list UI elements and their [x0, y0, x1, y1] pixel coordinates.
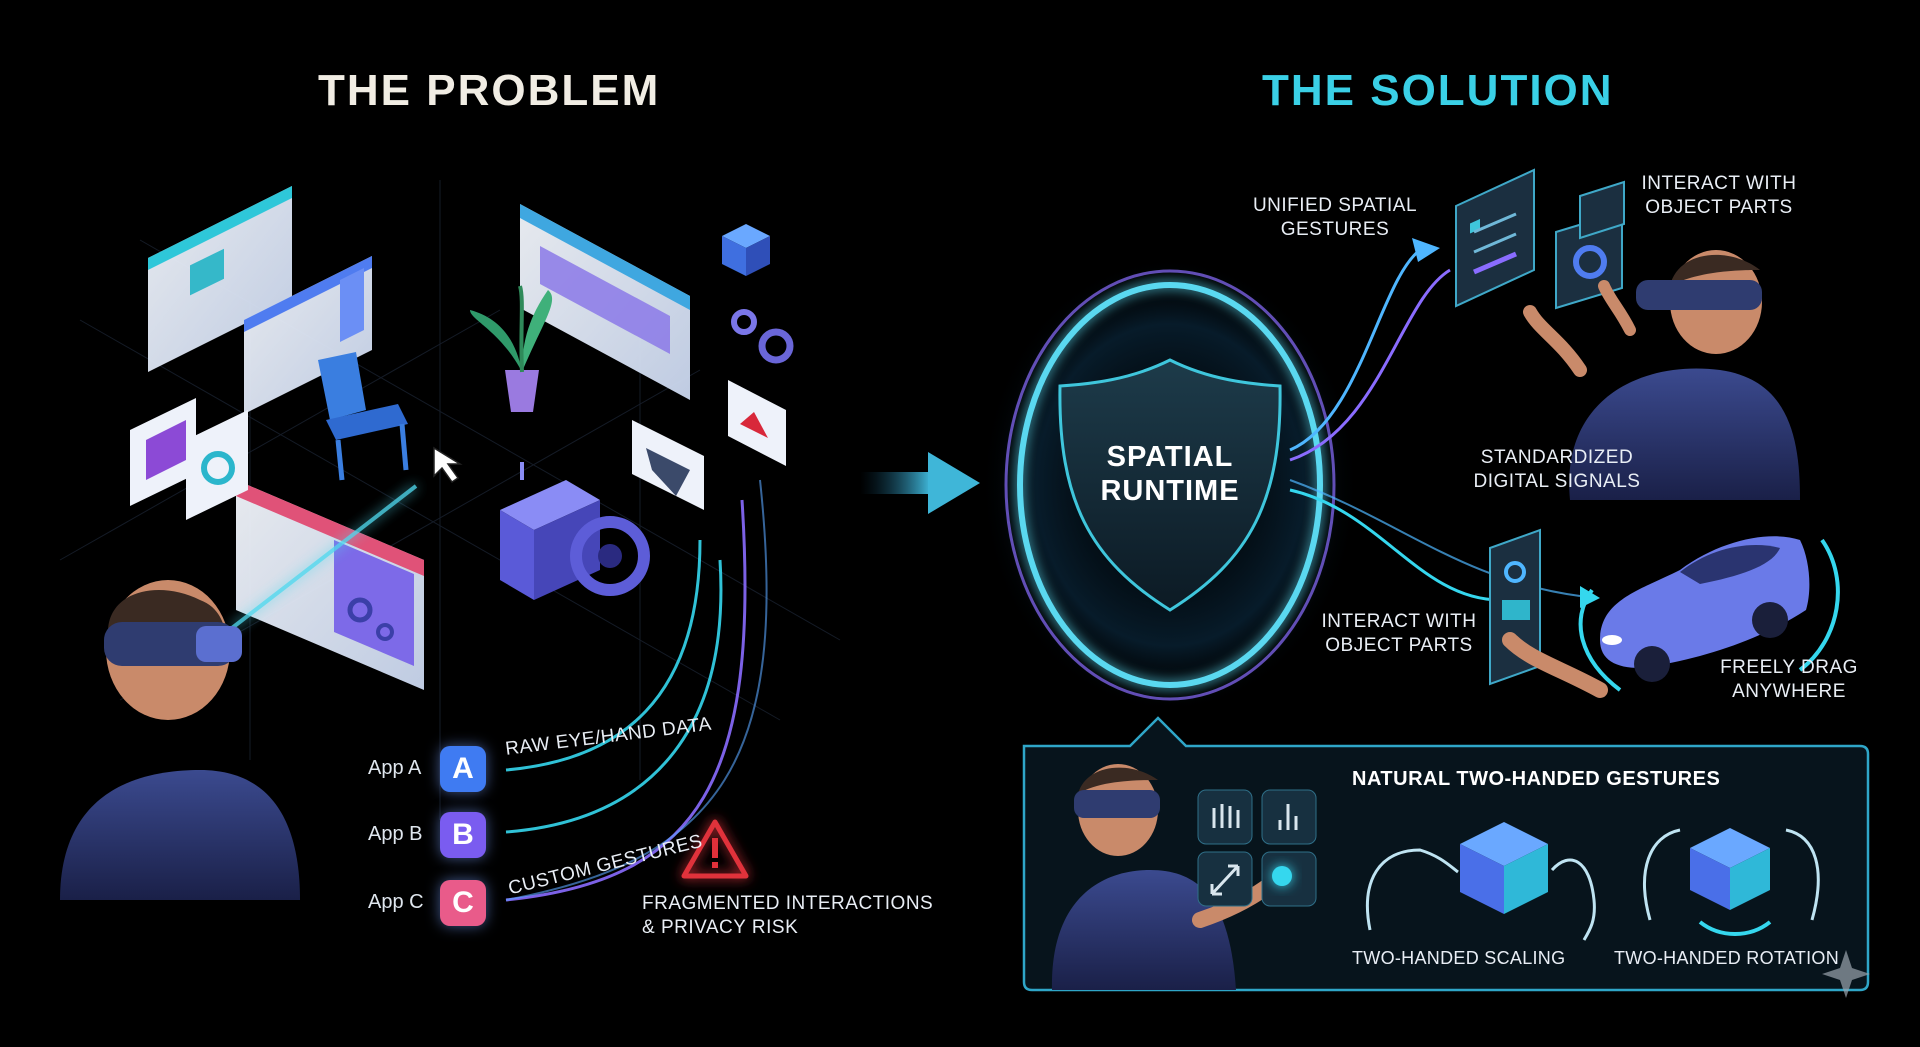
drag-anywhere-label: FREELY DRAG ANYWHERE — [1720, 657, 1858, 702]
hand-icon — [1212, 804, 1240, 828]
cursor-icon — [433, 446, 463, 484]
car-icon — [1600, 536, 1810, 682]
gestures-panel-frame — [1022, 716, 1870, 992]
runtime-ring-outer — [1004, 269, 1336, 701]
warning-icon — [740, 412, 768, 438]
app-c-badge: C — [440, 880, 486, 926]
scaling-caption: TWO-HANDED SCALING — [1352, 948, 1566, 968]
spatial-runtime-label: SPATIAL RUNTIME — [1100, 441, 1240, 507]
hand-icon — [1550, 858, 1596, 941]
rotate-arrow-icon — [1798, 538, 1840, 672]
hand-icon — [1502, 632, 1608, 698]
headset-user-icon — [1523, 250, 1800, 500]
hand-icon — [1278, 804, 1298, 830]
rotation-caption: TWO-HANDED ROTATION — [1614, 948, 1840, 968]
gaze-beam — [230, 484, 418, 630]
browser-window-icon — [236, 480, 424, 690]
gear-icon — [731, 309, 757, 335]
app-a-label: App A — [368, 757, 422, 779]
chair-icon — [318, 352, 409, 481]
gesture-tiles — [1197, 789, 1317, 907]
solution-title: THE SOLUTION — [1262, 66, 1614, 115]
standardized-signals-label: STANDARDIZED DIGITAL SIGNALS — [1473, 447, 1641, 492]
gestures-panel-title: NATURAL TWO-HANDED GESTURES — [1352, 768, 1721, 790]
hand-icon — [1785, 828, 1820, 921]
settings-window-icon — [186, 410, 248, 520]
rotation-cube-icon — [1643, 828, 1820, 936]
shield-icon — [1058, 358, 1282, 612]
gear-icon — [758, 328, 794, 364]
headset-user-icon — [60, 580, 300, 900]
browser-window-icon — [244, 256, 372, 414]
gear-icon — [201, 451, 235, 485]
gear-icon — [570, 516, 650, 596]
scanner-window-icon — [632, 420, 704, 510]
cube-icon — [722, 224, 770, 276]
browser-window-icon — [148, 186, 292, 372]
interact-top-label: INTERACT WITH OBJECT PARTS — [1641, 173, 1797, 218]
folder-window-icon — [130, 398, 196, 506]
browser-window-icon — [520, 204, 690, 400]
gear-icon — [376, 623, 394, 641]
app-a-badge: A — [440, 746, 486, 792]
problem-title: THE PROBLEM — [318, 66, 661, 115]
sparkle-icon — [1822, 950, 1870, 998]
runtime-ring — [1017, 282, 1323, 688]
floating-panel-icon — [1579, 180, 1625, 240]
transition-arrow-icon — [860, 452, 980, 514]
rotate-arrow-icon — [1578, 588, 1622, 692]
app-b-label: App B — [368, 823, 423, 845]
risk-label: FRAGMENTED INTERACTIONS & PRIVACY RISK — [642, 893, 934, 938]
plant-icon — [470, 285, 553, 412]
floating-panel-icon — [1455, 168, 1535, 308]
interact-bottom-label: INTERACT WITH OBJECT PARTS — [1321, 611, 1477, 656]
warning-window-icon — [728, 380, 786, 466]
expand-icon — [1210, 864, 1240, 896]
gear-icon — [347, 597, 373, 623]
scaling-cube-icon — [1365, 822, 1596, 941]
warning-icon — [681, 819, 749, 879]
hand-icon — [1365, 848, 1459, 931]
camera-robot-icon — [500, 462, 650, 600]
app-b-badge: B — [440, 812, 486, 858]
rotate-arrow-icon — [1698, 920, 1772, 936]
unified-gestures-label: UNIFIED SPATIAL GESTURES — [1252, 195, 1418, 240]
hand-icon — [1643, 828, 1681, 921]
data-flow-arcs — [505, 479, 768, 902]
app-c-label: App C — [368, 891, 424, 913]
